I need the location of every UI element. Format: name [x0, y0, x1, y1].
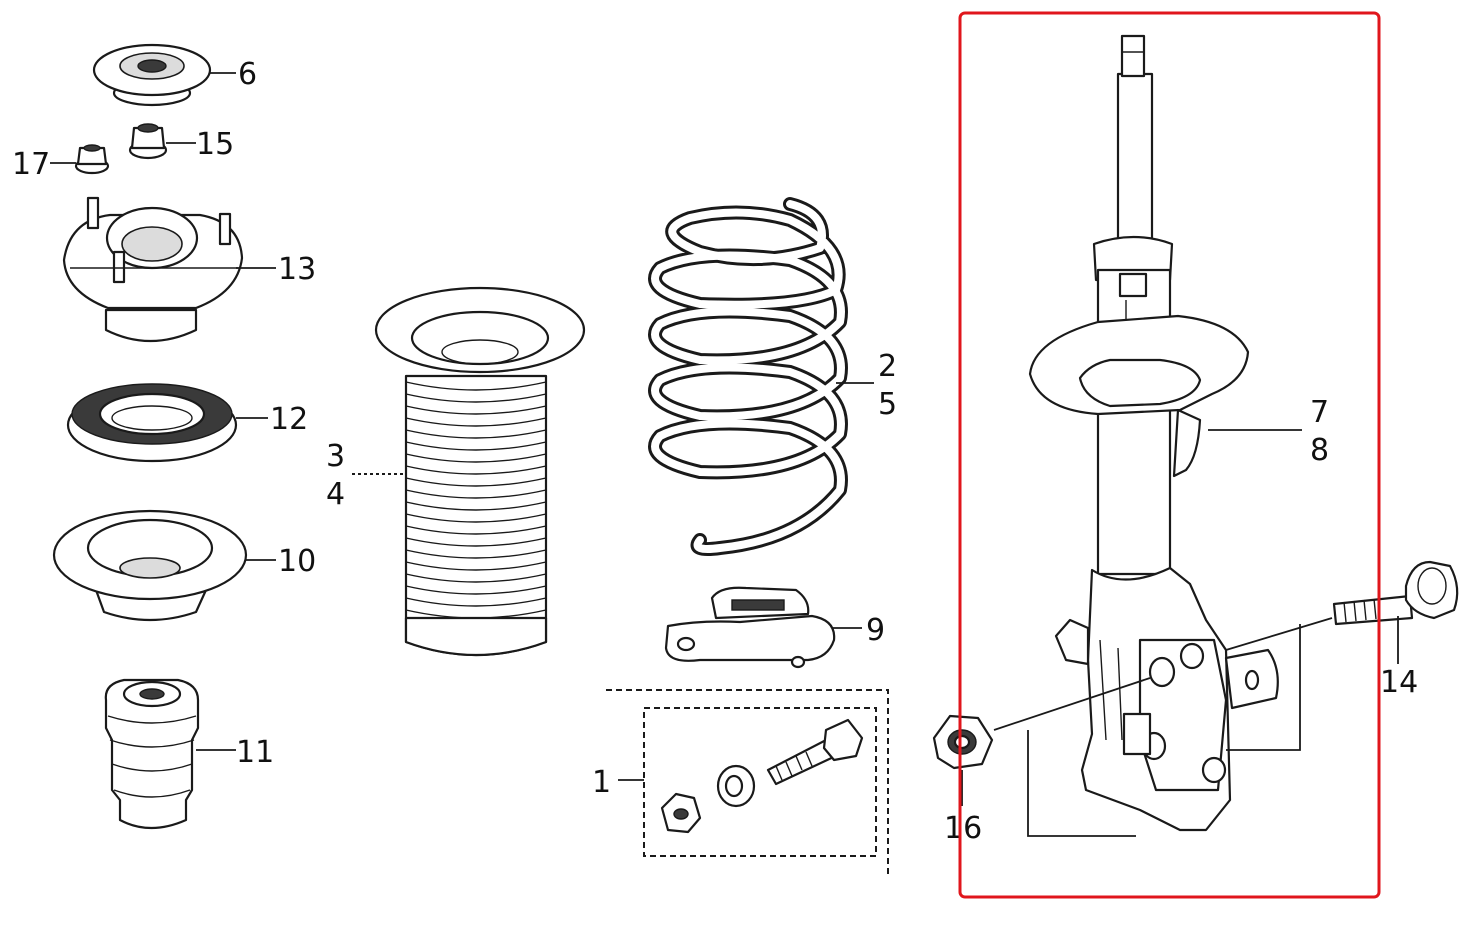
part-12-bearing[interactable]	[66, 383, 238, 463]
highlight-frame	[958, 11, 1381, 899]
boot-rib	[405, 525, 547, 535]
part-6-mount-cap[interactable]	[92, 43, 212, 107]
boot-rib	[405, 381, 547, 391]
part-11-bump-stop[interactable]	[104, 678, 200, 830]
boot-rib	[405, 405, 547, 415]
part-10-spring-seat[interactable]	[52, 509, 248, 622]
part-3-4-dust-boot[interactable]	[374, 286, 586, 657]
boot-rib	[405, 549, 547, 559]
boot-rib	[405, 393, 547, 403]
boot-bottom-band	[404, 616, 548, 657]
boot-rib	[405, 513, 547, 523]
part-1-hardware-kit[interactable]	[606, 689, 889, 876]
boot-rib	[405, 573, 547, 583]
label-13: 13	[278, 252, 316, 287]
part-14-bolt[interactable]	[1332, 560, 1459, 626]
label-16: 16	[944, 811, 982, 846]
part-16-nut[interactable]	[932, 714, 994, 770]
boot-rib	[405, 465, 547, 475]
boot-rib	[405, 453, 547, 463]
leader-lines	[50, 72, 1399, 806]
label-1: 1	[592, 765, 611, 800]
label-7: 7	[1310, 395, 1329, 430]
part-15-flange-nut[interactable]	[128, 123, 168, 160]
label-10: 10	[278, 544, 316, 579]
part-13-strut-mount[interactable]	[62, 196, 244, 343]
label-8: 8	[1310, 433, 1329, 468]
boot-rib	[405, 561, 547, 571]
boot-rib	[405, 597, 547, 607]
label-3: 3	[326, 439, 345, 474]
boot-rib	[405, 501, 547, 511]
boot-rib	[405, 537, 547, 547]
part-7-8-strut-assembly[interactable]	[1028, 34, 1250, 832]
label-11: 11	[236, 735, 274, 770]
label-9: 9	[866, 613, 885, 648]
label-4: 4	[326, 477, 345, 512]
label-17: 17	[12, 147, 50, 182]
label-15: 15	[196, 127, 234, 162]
boot-rib	[405, 489, 547, 499]
label-14: 14	[1380, 665, 1418, 700]
part-17-flange-nut[interactable]	[74, 144, 110, 175]
boot-rib	[405, 441, 547, 451]
label-5: 5	[878, 387, 897, 422]
boot-rib	[405, 417, 547, 427]
label-6: 6	[238, 57, 257, 92]
mounting-reference-lines	[993, 617, 1333, 837]
part-9-spring-insulator[interactable]	[664, 586, 836, 669]
boot-rib	[405, 429, 547, 439]
boot-rib	[405, 585, 547, 595]
label-12: 12	[270, 402, 308, 437]
boot-rib	[405, 477, 547, 487]
label-2: 2	[878, 349, 897, 384]
part-2-5-coil-spring[interactable]	[648, 197, 848, 556]
part-number-labels: 6 15 17 13 12 10 11 3 4 2 5 9 1 7 8 14 1…	[12, 57, 1418, 846]
